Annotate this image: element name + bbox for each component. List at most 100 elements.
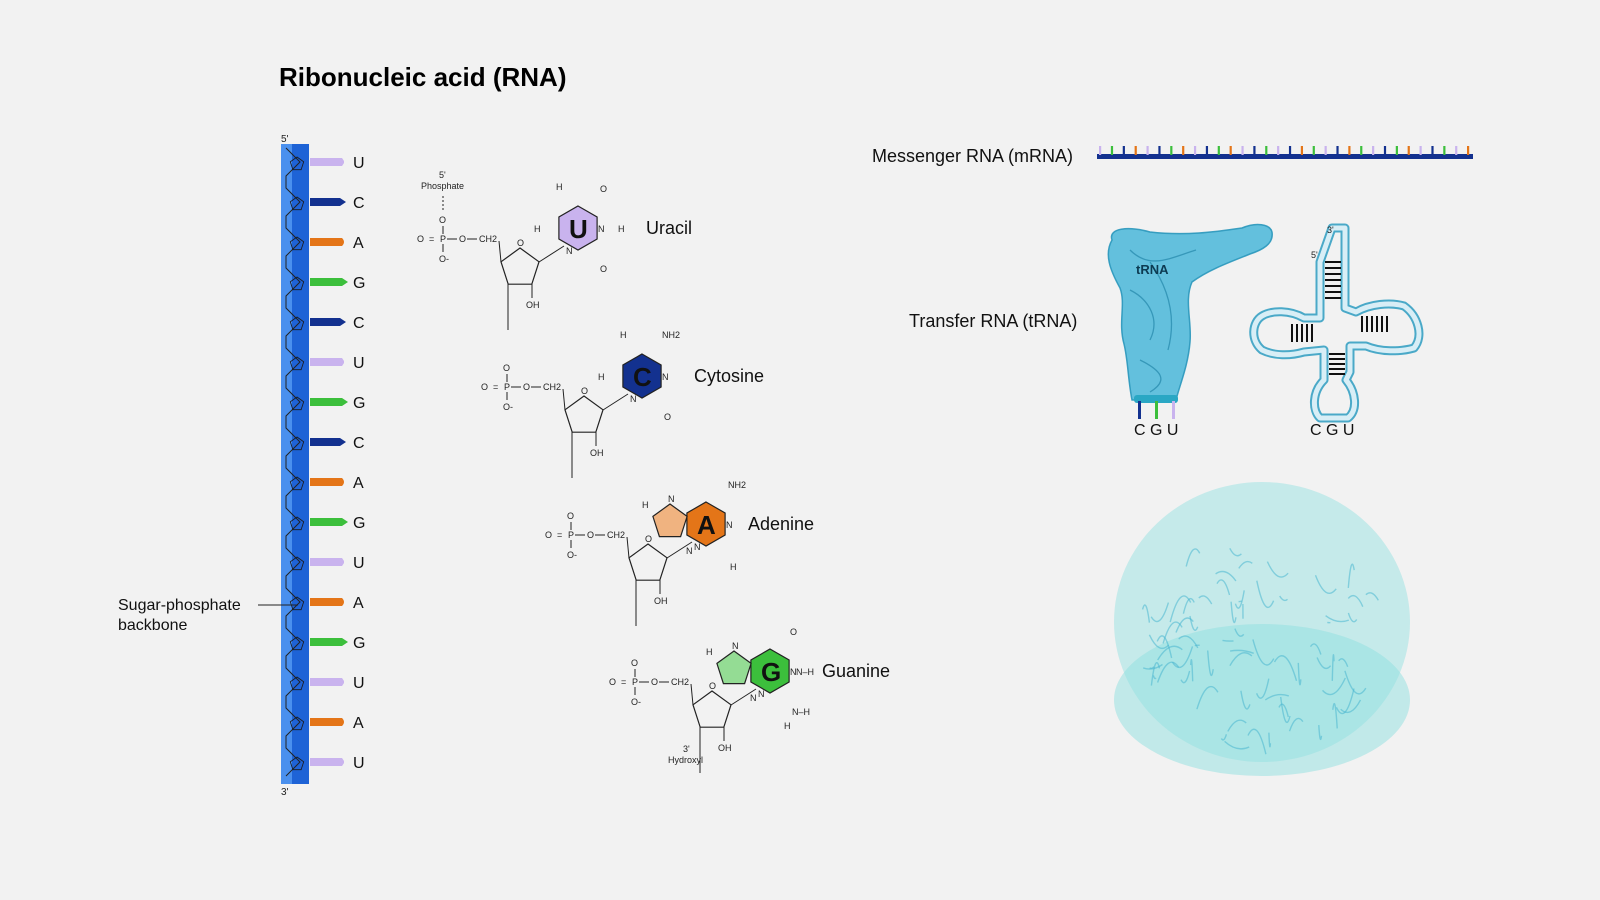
ribosome-rna-strand <box>1318 725 1323 741</box>
ribosome-rna-strand <box>1279 595 1288 602</box>
phosphate-oxygen-left: O <box>481 382 488 392</box>
ring-nitrogen: N <box>750 693 757 703</box>
ribosome-rna-strand <box>1264 693 1290 701</box>
strand-base-letter: A <box>353 715 364 732</box>
ribosome-rna-strand <box>1268 732 1272 748</box>
mrna-tick-C <box>1122 146 1125 155</box>
ring-nitrogen: N <box>790 667 797 677</box>
strand-base-A <box>310 718 344 726</box>
cytosine-hydrogen: H <box>620 330 627 340</box>
phosphate-p: P <box>568 530 574 540</box>
ribosome-rna-strand <box>1255 678 1270 699</box>
backbone-sugar <box>289 316 305 331</box>
strand-base-letter: G <box>353 635 365 652</box>
ring-hydrogen: H <box>706 647 713 657</box>
trna-3d-anticodon-text: C G U <box>1134 422 1178 439</box>
three-prime-label: 3' <box>281 787 289 798</box>
strand-base-C <box>310 198 346 206</box>
ribosome-rna-strand <box>1156 635 1173 659</box>
guanine-amine-h: H <box>784 721 791 731</box>
ribosome-rna-strand <box>1229 649 1254 654</box>
double-bond-symbol: = <box>557 530 562 540</box>
ribosome-rna-strand <box>1156 661 1180 683</box>
hydroxyl-label: OH <box>590 448 604 458</box>
adenine-letter: A <box>697 510 716 540</box>
ribosome-rna-strand <box>1309 643 1322 655</box>
phosphate-oxygen-minus: O- <box>439 254 449 264</box>
ribosome-rna-strand <box>1314 575 1337 594</box>
ch2-ribose-bond <box>626 536 630 559</box>
three-prime-note-line1: 3' <box>683 744 690 754</box>
mrna-section: Messenger RNA (mRNA) <box>872 146 1473 166</box>
phosphate-oxygen-left: O <box>545 530 552 540</box>
mrna-tick-C <box>1288 146 1292 155</box>
phosphate-oxygen-left: O <box>609 677 616 687</box>
cloverleaf-anticodon-text: C G U <box>1310 422 1354 439</box>
ch2-ribose-bond <box>498 240 502 263</box>
strand-base-letter: U <box>353 675 365 692</box>
ribosome-rna-strand <box>1198 595 1213 605</box>
ribosome-rna-strand <box>1365 592 1379 601</box>
strand-base-G <box>310 398 348 406</box>
phosphate-p: P <box>440 234 446 244</box>
ribosome-rna-texture <box>1141 547 1379 755</box>
strand-base-C <box>310 438 346 446</box>
ch2-ribose-bond <box>562 388 566 411</box>
ribosome-rna-strand <box>1175 617 1194 633</box>
mrna-tick-C <box>1205 146 1209 155</box>
mrna-ticks <box>1099 146 1470 155</box>
ribosome-rna-strand <box>1189 615 1199 631</box>
ribosome-rna-strand <box>1288 717 1304 732</box>
ribose-ring <box>564 395 604 433</box>
backbone-zigzag <box>285 147 301 777</box>
ribosome-rna-strand <box>1273 655 1298 681</box>
ring-nitrogen: N <box>668 494 675 504</box>
ribosome-rna-strand <box>1332 702 1338 729</box>
mrna-tick-C <box>1383 146 1387 155</box>
strand-base-letter: U <box>353 755 365 772</box>
strand-base-U <box>310 358 344 366</box>
phosphate-oxygen-right: O <box>523 382 530 392</box>
ribosome-rna-strand <box>1234 590 1245 609</box>
mrna-tick-C <box>1431 146 1434 155</box>
backbone-sugar <box>289 476 305 491</box>
strand-base-letter: G <box>353 515 365 532</box>
guanine-nh: N–H <box>796 667 814 677</box>
ribosome-rna-strand <box>1180 670 1191 684</box>
strand-base-letter: A <box>353 235 364 252</box>
ribosome-rna-strand <box>1229 547 1242 557</box>
backbone-sugar <box>289 516 305 531</box>
ribosome-rna-strand <box>1152 675 1157 680</box>
uracil-oxygen-top: O <box>600 184 607 194</box>
trna-3d-anticodon-ticks <box>1138 401 1175 419</box>
mrna-tick-A <box>1182 146 1185 155</box>
ribosome-rna-strand <box>1335 688 1355 715</box>
mrna-tick-A <box>1407 146 1410 155</box>
five-prime-label: 5' <box>281 134 289 145</box>
ribosome-rna-strand <box>1222 639 1234 642</box>
cytosine-amine: NH2 <box>662 330 680 340</box>
mrna-tick-U <box>1324 146 1327 155</box>
guanine-six-ring <box>750 648 790 694</box>
ring-nitrogen: N <box>694 542 701 552</box>
guanine-oxygen: O <box>790 627 797 637</box>
ring-nitrogen: N <box>566 246 573 256</box>
strand-base-U <box>310 158 344 166</box>
strand-base-letter: A <box>353 475 364 492</box>
backbone-sugar <box>289 556 305 571</box>
strand-base-letter: U <box>353 555 365 572</box>
strand-base-U <box>310 678 344 686</box>
mrna-tick-A <box>1134 146 1137 155</box>
backbone-sugar <box>289 396 305 411</box>
mrna-tick-U <box>1419 146 1422 155</box>
trna-3d-blob <box>1107 223 1273 401</box>
mrna-tick-G <box>1360 146 1363 155</box>
strand-base-letter: G <box>353 275 365 292</box>
backbone-sugar <box>289 676 305 691</box>
ribosome-rna-strand <box>1171 646 1194 669</box>
ribosome-rna-strand <box>1215 570 1237 582</box>
trna-3d-strands <box>1129 249 1197 393</box>
phosphate-oxygen-top: O <box>567 511 574 521</box>
